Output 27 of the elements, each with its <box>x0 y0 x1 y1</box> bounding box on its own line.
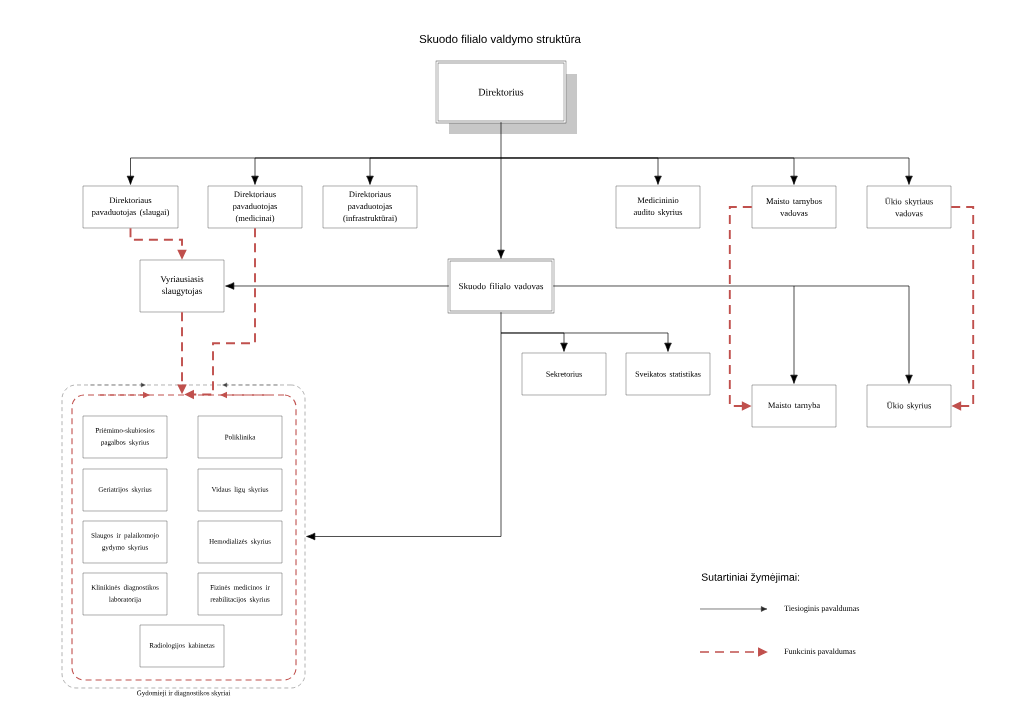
process-box: Maisto tarnybos vadovas <box>751 185 837 229</box>
process-box: Direktoriaus pavaduotojas (slaugai) <box>82 185 179 229</box>
process-box: Maisto tarnyba <box>751 384 837 428</box>
process-box: Vyriausiasis slaugytojas <box>139 259 225 313</box>
connector-line <box>552 285 795 287</box>
process-box: Direktoriaus pavaduotojas (medicinai) <box>207 185 303 229</box>
arrow <box>500 157 913 185</box>
arrow <box>366 157 502 185</box>
arrow <box>306 332 502 541</box>
process-box: Ūkio skyriaus vadovas <box>866 185 952 229</box>
title: Skuodo filialo valdymo struktūra <box>419 34 581 46</box>
arrow <box>728 206 753 411</box>
legend-title: Sutartiniai žymėjimai: <box>701 573 800 583</box>
arrow <box>793 285 913 384</box>
connector-line <box>500 121 502 159</box>
arrow <box>500 332 672 352</box>
arrow <box>497 157 505 259</box>
arrow <box>790 285 798 384</box>
process-box: Direktorius <box>435 60 577 134</box>
group-frame <box>71 394 297 681</box>
process-box: Ūkio skyrius <box>866 384 952 428</box>
process-box: Direktoriaus pavaduotojas (infrastruktūrai) <box>322 185 418 229</box>
process-box: Medicininio audito skyrius <box>615 185 701 229</box>
arrow <box>950 206 975 411</box>
connector-line <box>500 311 502 334</box>
arrow <box>225 282 450 290</box>
process-box: Skuodo filialo vadovas <box>447 258 555 314</box>
